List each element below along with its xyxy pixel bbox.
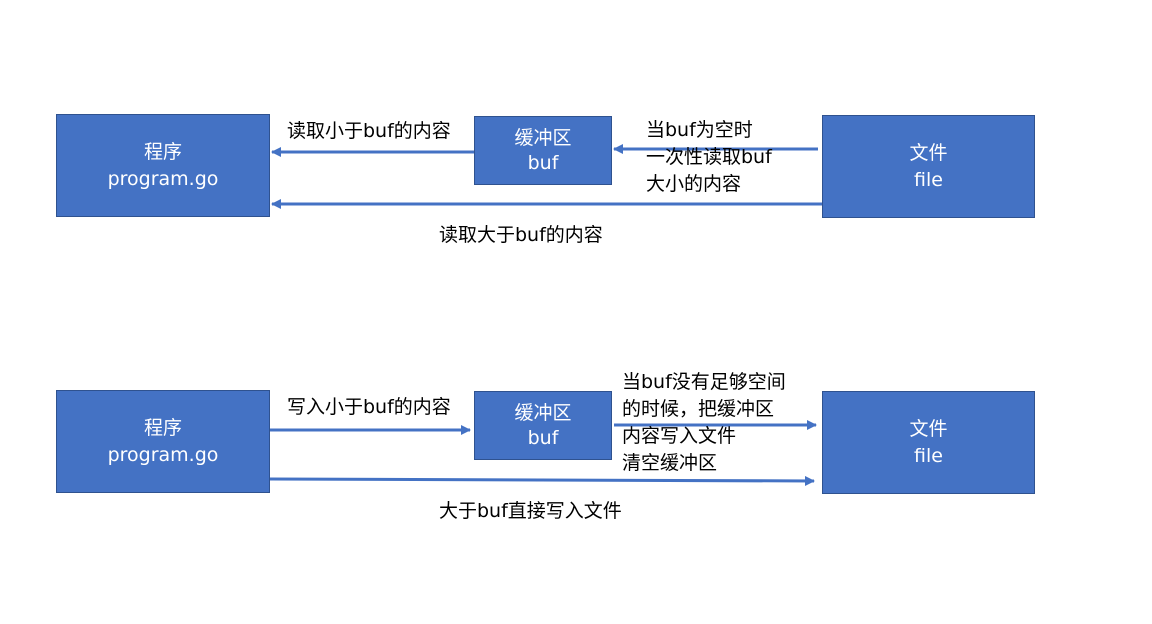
label-buf-full-line3: 内容写入文件 (622, 425, 737, 447)
write-program-box: 程序 program.go (56, 390, 270, 493)
label-buf-full-line2: 的时候，把缓冲区 (622, 398, 775, 420)
read-buffer-box: 缓冲区 buf (474, 116, 612, 185)
read-file-box: 文件 file (822, 115, 1035, 218)
write-file-title: 文件 (909, 417, 948, 440)
read-program-title: 程序 (143, 140, 182, 163)
label-buf-full-line1: 当buf没有足够空间 (622, 371, 786, 393)
label-large-read: 读取大于buf的内容 (439, 224, 603, 246)
write-buffer-name: buf (527, 426, 559, 449)
label-buf-empty: 当buf为空时 一次性读取buf 大小的内容 (646, 117, 772, 198)
label-large-write: 大于buf直接写入文件 (439, 500, 622, 522)
read-buffer-title: 缓冲区 (514, 126, 572, 149)
read-file-title: 文件 (909, 141, 948, 164)
read-program-name: program.go (107, 167, 219, 190)
write-buffer-title: 缓冲区 (514, 401, 572, 424)
label-small-read: 读取小于buf的内容 (287, 120, 451, 142)
write-program-name: program.go (107, 443, 219, 466)
label-buf-full: 当buf没有足够空间 的时候，把缓冲区 内容写入文件 清空缓冲区 (622, 369, 786, 477)
read-program-box: 程序 program.go (56, 114, 270, 217)
label-small-write: 写入小于buf的内容 (287, 396, 451, 418)
label-buf-empty-line3: 大小的内容 (646, 173, 742, 195)
label-buf-empty-line2: 一次性读取buf (646, 146, 772, 168)
write-file-name: file (914, 444, 943, 467)
write-file-box: 文件 file (822, 391, 1035, 494)
read-buffer-name: buf (527, 151, 559, 174)
read-file-name: file (914, 168, 943, 191)
write-program-title: 程序 (143, 416, 182, 439)
write-buffer-box: 缓冲区 buf (474, 391, 612, 460)
label-buf-full-line4: 清空缓冲区 (622, 452, 718, 474)
label-buf-empty-line1: 当buf为空时 (646, 119, 753, 141)
arrow-program-to-file (269, 475, 815, 486)
